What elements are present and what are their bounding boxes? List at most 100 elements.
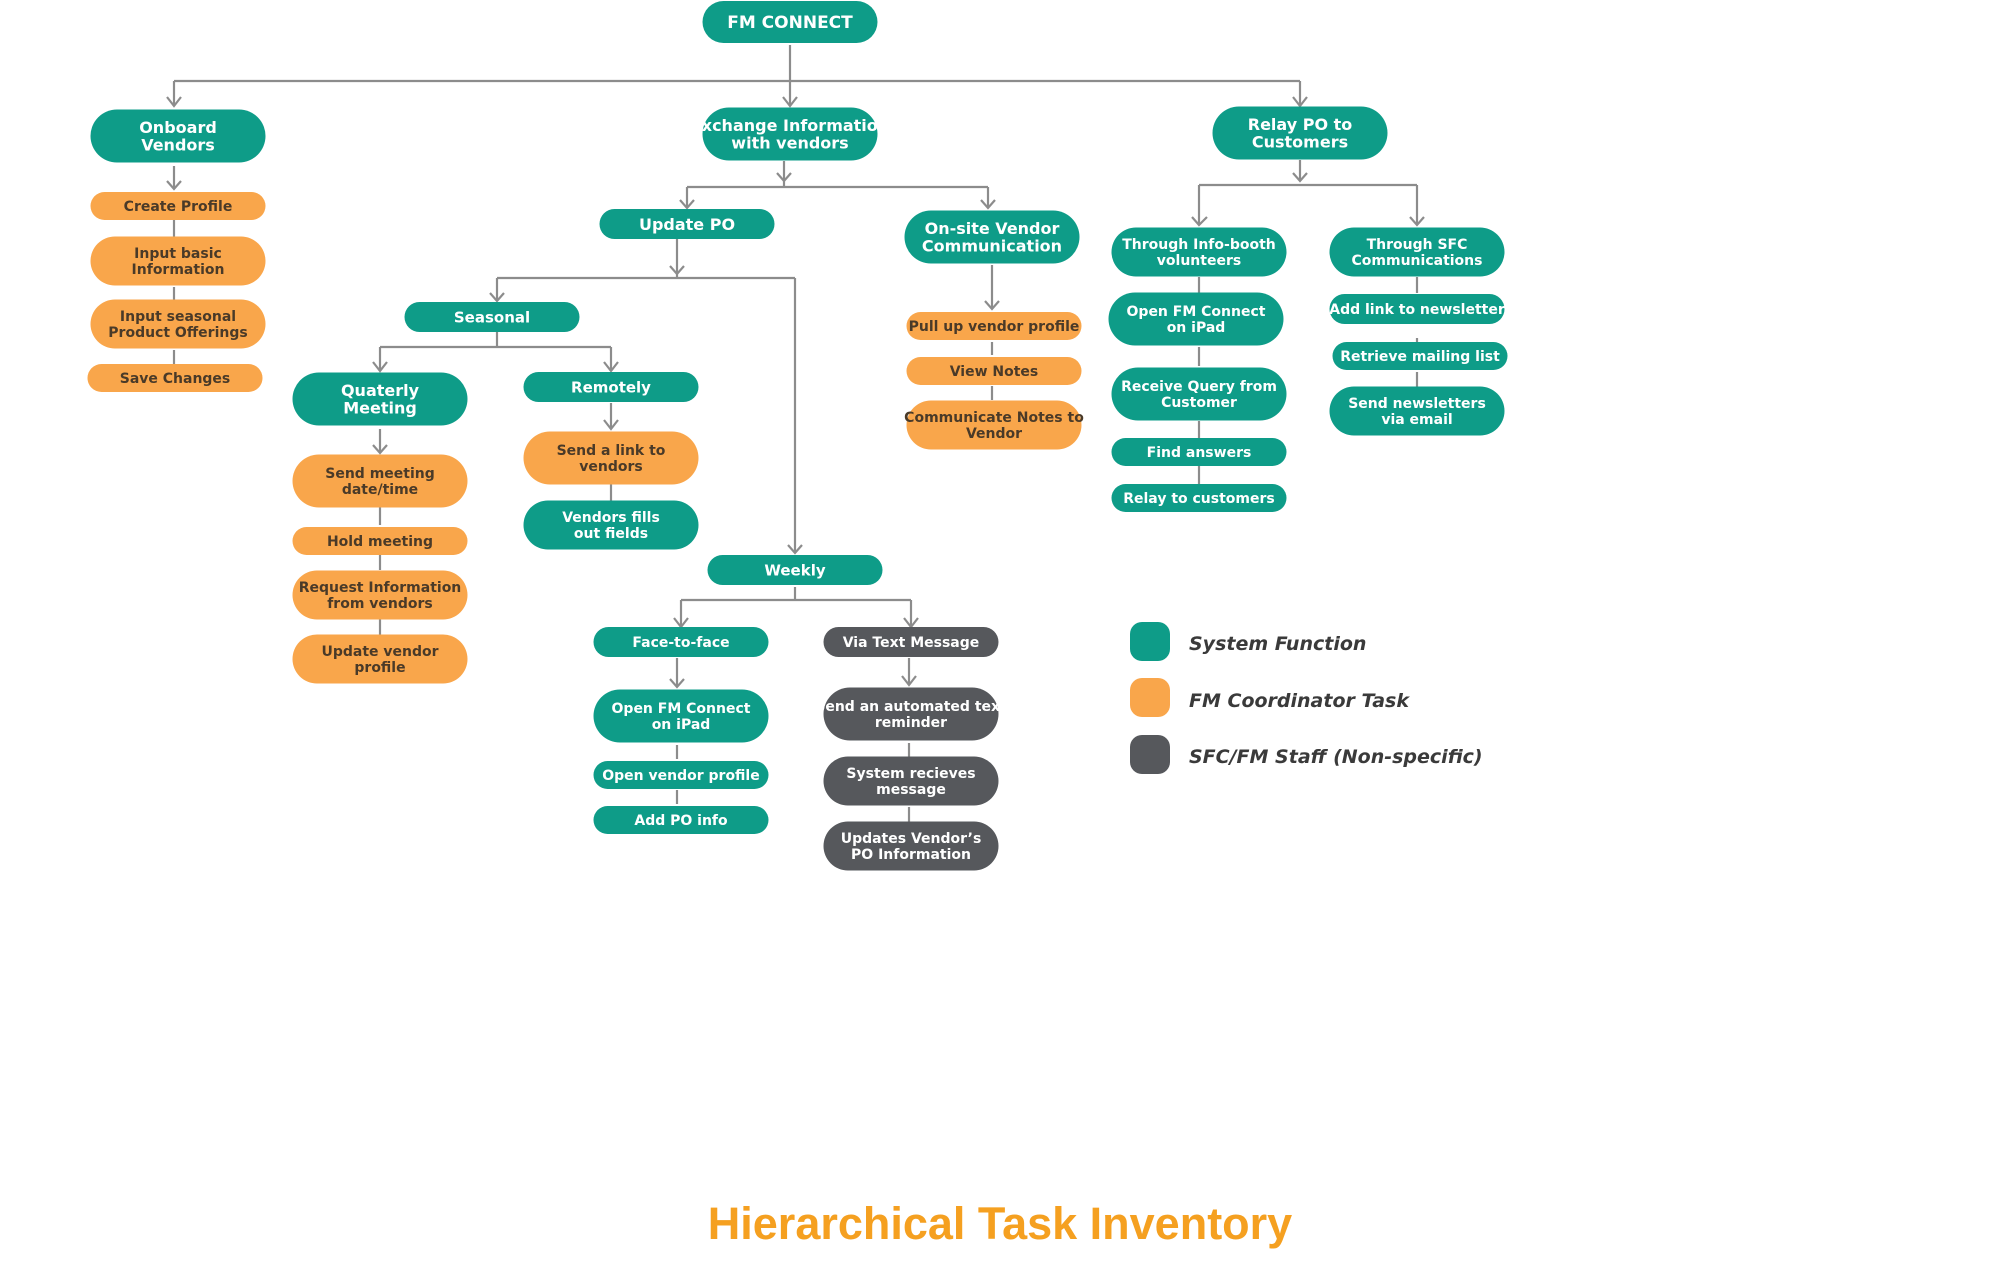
- step-open-vendor-profile: Open vendor profile: [593, 761, 769, 789]
- step-create-profile-shape: [90, 192, 266, 220]
- arrowhead: [166, 96, 182, 108]
- face-to-face: Face-to-face: [593, 627, 769, 657]
- step-hold-meeting-shape: [292, 527, 468, 555]
- step-open-fm-connect-ipad-shape: [593, 689, 769, 743]
- step-open-vendor-profile-label: Open vendor profile: [602, 768, 759, 784]
- step-relay-to-customers-label: Relay to customers: [1123, 491, 1275, 507]
- step-send-meeting-date-shape: [292, 454, 468, 508]
- step-open-vendor-profile-shape: [593, 761, 769, 789]
- step-pull-up-vendor-profile: Pull up vendor profile: [906, 312, 1082, 340]
- weekly: Weekly: [707, 555, 883, 585]
- legend-staff-label: SFC/FM Staff (Non-specific): [1189, 746, 1483, 768]
- step-add-po-info-shape: [593, 806, 769, 834]
- step-pull-up-vendor-profile-shape: [906, 312, 1082, 340]
- diagram-title: Hierarchical Task Inventory: [707, 1198, 1293, 1249]
- step-add-po-info: Add PO info: [593, 806, 769, 834]
- step-relay-to-customers-shape: [1111, 484, 1287, 512]
- face-to-face-shape: [593, 627, 769, 657]
- step-pull-up-vendor-profile-label: Pull up vendor profile: [909, 319, 1080, 335]
- remotely-label: Remotely: [571, 378, 651, 396]
- arrowhead: [1292, 172, 1308, 183]
- weekly-shape: [707, 555, 883, 585]
- root-fm-connect-label: FM CONNECT: [727, 13, 853, 33]
- root-fm-connect-shape: [702, 1, 878, 43]
- legend-system: System Function: [1130, 622, 1366, 661]
- step-input-basic-information-shape: [90, 236, 266, 286]
- step-vendors-fill-fields-shape: [523, 500, 699, 550]
- arrowhead: [679, 199, 695, 210]
- legend-coordinator: FM Coordinator Task: [1130, 678, 1410, 717]
- step-find-answers-shape: [1111, 438, 1287, 466]
- step-send-newsletters-shape: [1329, 386, 1505, 436]
- arrowhead: [1409, 216, 1425, 227]
- step-relay-to-customers: Relay to customers: [1111, 484, 1287, 512]
- step-retrieve-mailing-list-shape: [1332, 342, 1508, 370]
- step-add-po-info-label: Add PO info: [634, 813, 728, 829]
- arrowhead: [980, 199, 996, 210]
- step-hold-meeting: Hold meeting: [292, 527, 468, 555]
- arrowhead: [669, 678, 685, 689]
- through-sfc-communications-shape: [1329, 227, 1505, 277]
- quarterly-meeting-shape: [292, 372, 468, 426]
- step-updates-vendor-po-shape: [823, 821, 999, 871]
- via-text-message-shape: [823, 627, 999, 657]
- step-update-vendor-profile-shape: [292, 634, 468, 684]
- update-po-label: Update PO: [639, 215, 735, 234]
- step-find-answers: Find answers: [1111, 438, 1287, 466]
- step-input-seasonal-offerings-shape: [90, 299, 266, 349]
- weekly-label: Weekly: [764, 561, 825, 579]
- step-send-automated-reminder-shape: [823, 687, 999, 741]
- step-send-link-shape: [523, 431, 699, 485]
- legend: System Function FM Coordinator TaskSFC/FM…: [1130, 622, 1483, 774]
- legend-coordinator-swatch: [1130, 678, 1170, 717]
- step-retrieve-mailing-list-label: Retrieve mailing list: [1340, 349, 1500, 365]
- seasonal-label: Seasonal: [454, 308, 530, 326]
- step-view-notes-label: View Notes: [950, 364, 1039, 380]
- step-open-fm-connect-ipad-relay-shape: [1108, 292, 1284, 346]
- arrowhead: [1191, 216, 1208, 227]
- step-retrieve-mailing-list: Retrieve mailing list: [1332, 342, 1508, 370]
- connector-lines: [166, 45, 1425, 822]
- step-save-changes-label: Save Changes: [120, 371, 231, 387]
- arrowhead: [166, 180, 182, 191]
- arrowhead: [1292, 96, 1308, 108]
- remotely: Remotely: [523, 372, 699, 402]
- step-add-link-newsletter: Add link to newsletter: [1329, 294, 1505, 324]
- step-save-changes-shape: [87, 364, 263, 392]
- exchange-information-shape: [702, 107, 878, 161]
- step-add-link-newsletter-shape: [1329, 294, 1505, 324]
- legend-staff: SFC/FM Staff (Non-specific): [1130, 735, 1483, 774]
- through-info-booth-shape: [1111, 227, 1287, 277]
- via-text-message: Via Text Message: [823, 627, 999, 657]
- arrowhead: [372, 361, 388, 373]
